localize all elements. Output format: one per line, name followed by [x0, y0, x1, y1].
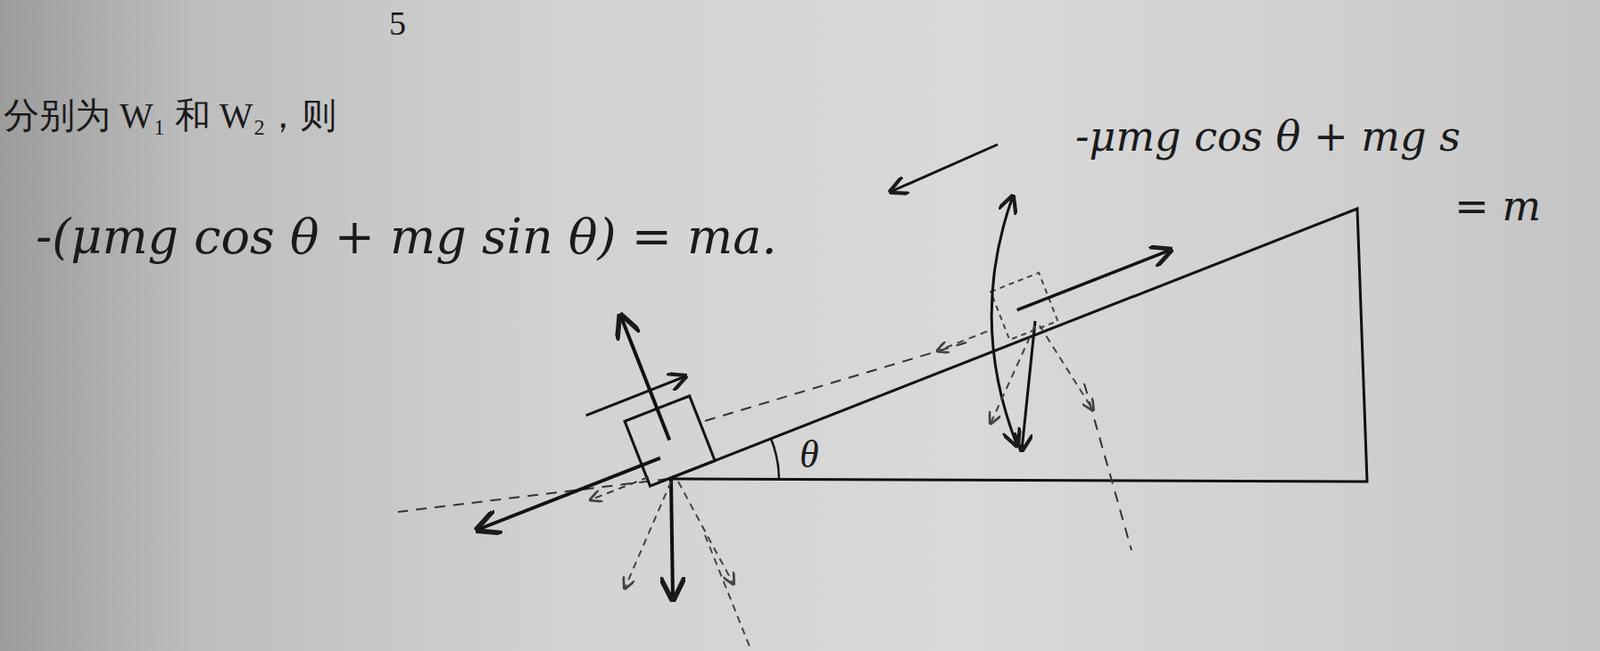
angle-label: θ — [799, 433, 820, 477]
upper-block — [924, 196, 1181, 451]
lower-block — [423, 301, 750, 647]
direction-arrow — [890, 144, 998, 192]
dashed-guide — [1084, 383, 1132, 551]
handwritten-equation: -(μmg cos θ + mg sin θ) = ma. — [35, 210, 778, 264]
question-text: 分别为 W₁ 和 W₂，则 — [3, 96, 337, 136]
handwritten-equation: = m — [1454, 183, 1542, 230]
handwritten-equation: -μmg cos θ + mg s — [1075, 114, 1461, 160]
fraction-denominator: 5 — [389, 5, 407, 43]
dashed-guide — [704, 340, 973, 422]
